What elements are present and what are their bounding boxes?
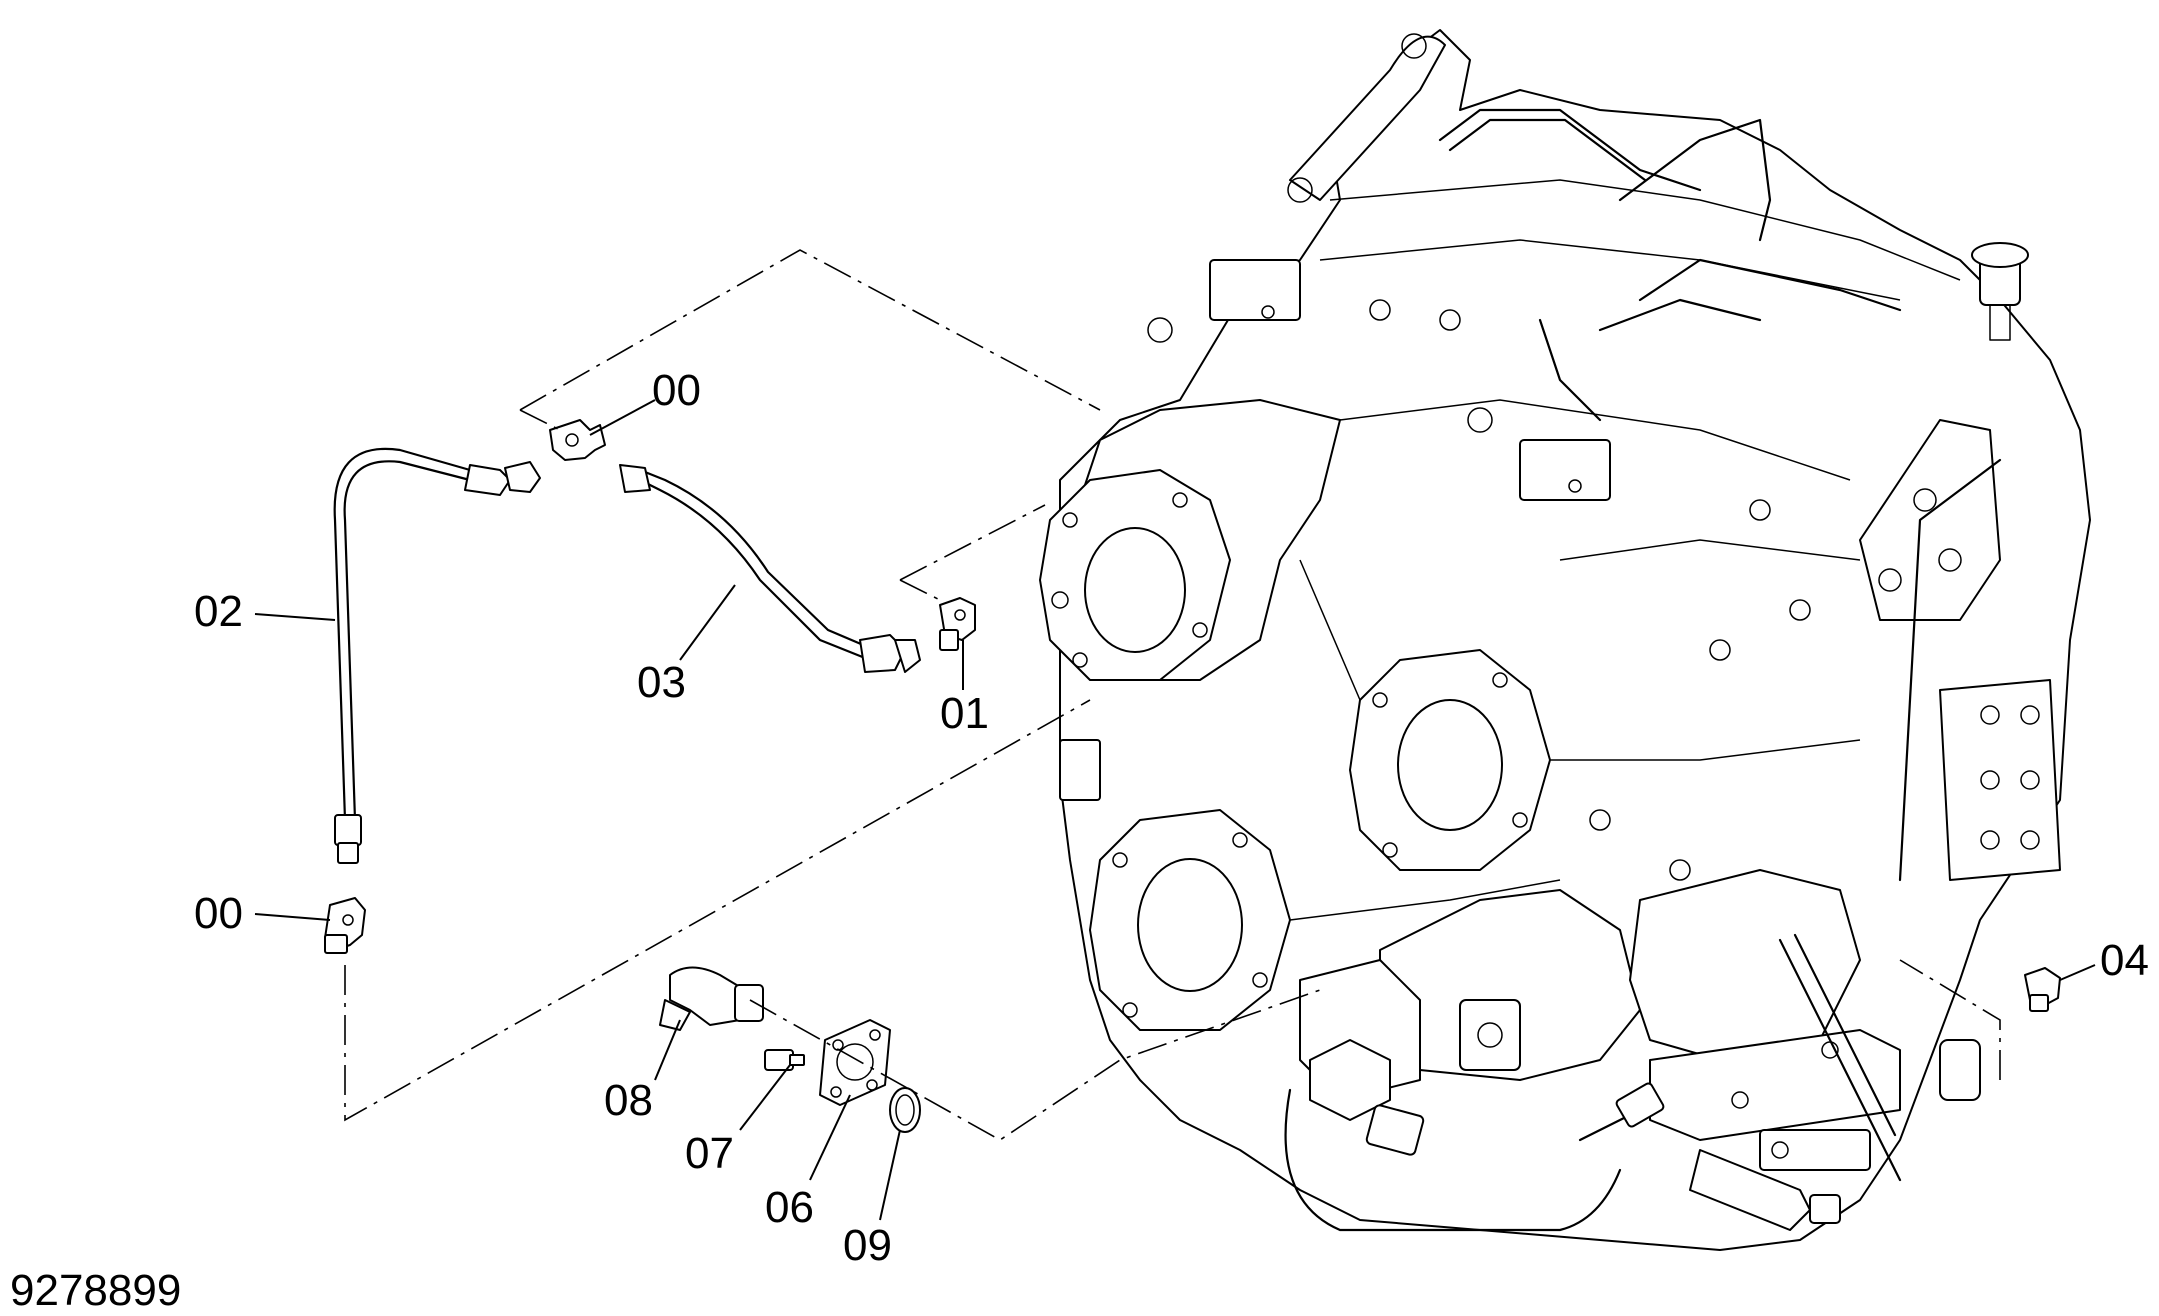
callout-07: 07 xyxy=(685,1129,734,1178)
callout-01: 01 xyxy=(940,689,989,738)
callout-03: 03 xyxy=(637,658,686,707)
hose-02 xyxy=(333,447,541,864)
fitting-00-top xyxy=(549,419,606,461)
fitting-00-left xyxy=(324,897,366,954)
leader-lines xyxy=(254,399,2096,1221)
fitting-04 xyxy=(2024,967,2061,1012)
fitting-01 xyxy=(939,597,976,651)
callout-02: 02 xyxy=(194,587,243,636)
callout-09: 09 xyxy=(843,1221,892,1270)
pump-assembly xyxy=(1039,29,2091,1251)
drawing-number: 9278899 xyxy=(10,1266,181,1315)
callout-06: 06 xyxy=(765,1183,814,1232)
callout-04: 04 xyxy=(2100,936,2149,985)
o-ring-09 xyxy=(889,1087,921,1133)
assembly-lines xyxy=(344,249,2001,1141)
bolt-07 xyxy=(764,1049,805,1071)
hose-03 xyxy=(619,464,921,673)
flange-06 xyxy=(819,1019,891,1106)
callout-00-left: 00 xyxy=(194,889,243,938)
callout-00-top: 00 xyxy=(652,366,701,415)
elbow-08 xyxy=(659,966,764,1031)
callout-08: 08 xyxy=(604,1076,653,1125)
